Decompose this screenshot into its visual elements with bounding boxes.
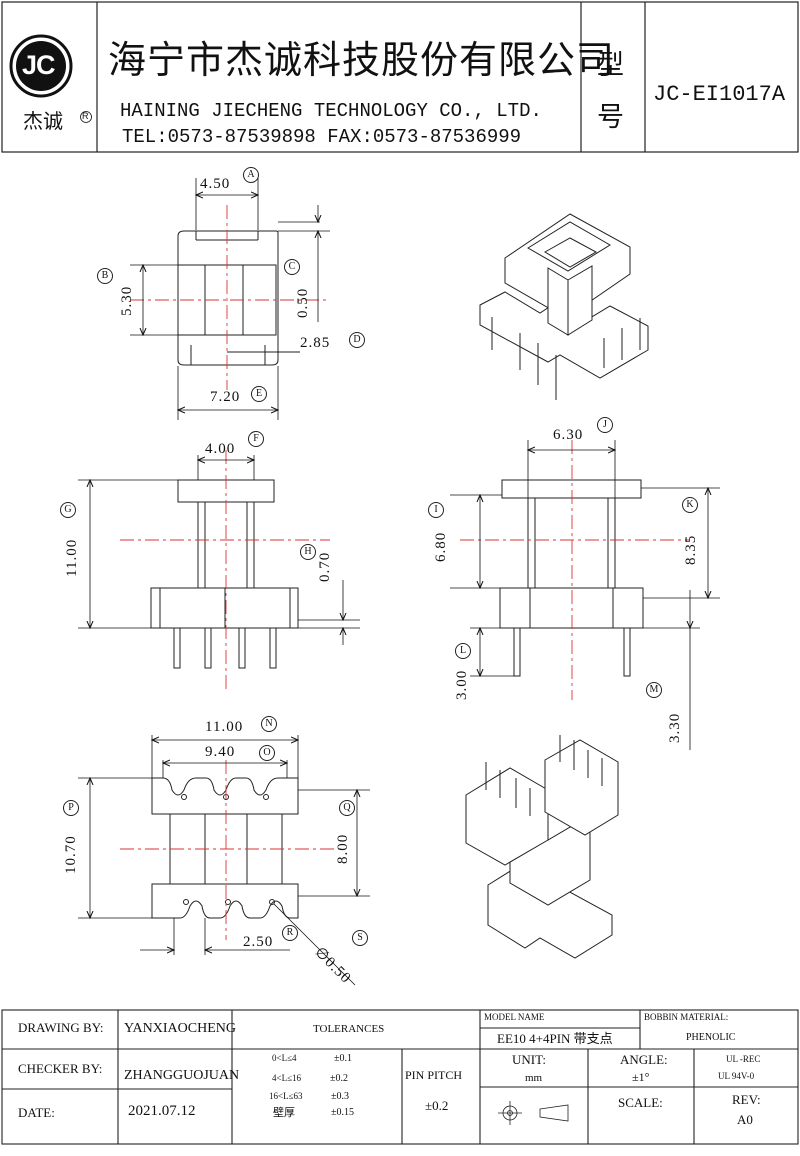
drawing-by-value: YANXIAOCHENG [124,1021,236,1036]
logo-letters: JC [22,50,56,80]
dim-J-value: 6.30 [553,427,584,443]
dim-L-tag: L [455,643,471,659]
drawing-by-label: DRAWING BY: [18,1020,104,1035]
tol-range-3: 16<L≤63 [269,1091,303,1101]
dim-O-tag: O [259,745,275,761]
dim-lines-bottom [78,735,370,986]
rev-value: A0 [737,1112,753,1127]
type-label-1: 型 [597,50,624,80]
date-value: 2021.07.12 [128,1103,196,1119]
isometric-view-top [479,213,649,400]
dim-D-value: 2.85 [300,335,331,351]
title-block-frame [1,1009,799,1145]
tol-value-3: ±0.3 [331,1091,349,1102]
logo-chinese: 杰诚 [23,111,63,133]
center-lines-side-right [460,440,690,700]
dim-B-value: 5.30 [119,285,135,316]
dim-M-value: 3.30 [667,712,683,743]
tol-range-4: 壁厚 [273,1107,295,1119]
dim-G-value: 11.00 [64,538,80,577]
dim-C-tag: C [284,259,300,275]
bobbin-material-value: PHENOLIC [686,1032,736,1043]
bottom-view [151,777,299,919]
tol-value-1: ±0.1 [334,1053,352,1064]
angle-value: ±1° [632,1070,650,1084]
dim-B-tag: B [97,268,113,284]
dim-R-value: 2.50 [243,934,274,950]
center-lines-bottom [120,760,345,940]
dim-F-tag: F [248,431,264,447]
dim-K-tag: K [682,497,698,513]
dim-A-tag: A [243,167,259,183]
company-contact: TEL:0573-87539898 FAX:0573-87536999 [122,126,522,148]
dim-A-value: 4.50 [200,176,231,192]
dim-Q-tag: Q [339,800,355,816]
dim-R-tag: R [282,925,298,941]
bobbin-material-label: BOBBIN MATERIAL: [644,1012,729,1022]
dim-M-tag: M [646,682,662,698]
dim-E-tag: E [251,386,267,402]
dim-N-tag: N [261,716,277,732]
dim-H-tag: H [300,544,316,560]
dim-H-value: 0.70 [317,551,333,582]
dim-K-value: 8.35 [683,534,699,565]
logo [9,34,92,123]
dim-D-tag: D [349,332,365,348]
model-name-label: MODEL NAME [484,1012,545,1022]
pin-pitch-tolerance: ±0.2 [425,1098,449,1113]
dim-C-value: 0.50 [295,287,311,318]
logo-registered-mark: R [82,111,89,121]
scale-label: SCALE: [618,1095,663,1110]
dim-F-value: 4.00 [205,441,236,457]
projection-symbol [498,1101,569,1125]
dim-S-tag: S [352,930,368,946]
company-name-english: HAINING JIECHENG TECHNOLOGY CO., LTD. [120,100,542,122]
dim-E-value: 7.20 [210,389,241,405]
dim-G-tag: G [60,502,76,518]
tol-range-1: 0<L≤4 [272,1053,297,1063]
ul-rec: UL -REC [726,1054,761,1064]
company-name-chinese: 海宁市杰诚科技股份有限公司 [108,40,616,82]
dim-I-value: 6.80 [433,531,449,562]
date-label: DATE: [18,1105,55,1120]
header-frame [1,1,799,153]
tol-value-4: ±0.15 [331,1107,354,1118]
tolerances-label: TOLERANCES [313,1023,385,1035]
dim-I-tag: I [428,502,444,518]
dim-P-value: 10.70 [63,835,79,874]
checker-by-value: ZHANGGUOJUAN [124,1068,240,1083]
top-front-view [177,230,279,366]
dim-P-tag: P [63,800,79,816]
dim-O-value: 9.40 [205,744,236,760]
dim-lines-top [130,178,330,420]
tol-value-2: ±0.2 [330,1073,348,1084]
dim-Q-value: 8.00 [335,833,351,864]
model-number: JC-EI1017A [653,82,786,107]
type-label-2: 号 [597,102,624,132]
tol-range-2: 4<L≤16 [272,1073,302,1083]
dim-lines-side-left [78,455,360,645]
side-view-right [499,479,644,677]
ul-94v0: UL 94V-0 [718,1071,755,1081]
center-lines-side-left [120,450,330,690]
dim-J-tag: J [597,417,613,433]
pin-pitch-label: PIN PITCH [405,1068,463,1082]
dim-L-value: 3.00 [454,669,470,700]
dim-lines-side-right [450,440,720,750]
rev-label: REV: [732,1092,761,1107]
isometric-view-bottom [465,735,619,959]
unit-value: mm [525,1072,543,1084]
side-view-left [150,479,299,669]
dim-N-value: 11.00 [205,719,244,735]
center-lines-top [130,205,330,390]
checker-by-label: CHECKER BY: [18,1061,103,1076]
unit-label: UNIT: [512,1052,547,1067]
model-name-value: EE10 4+4PIN 带支点 [497,1031,613,1046]
angle-label: ANGLE: [620,1052,668,1067]
